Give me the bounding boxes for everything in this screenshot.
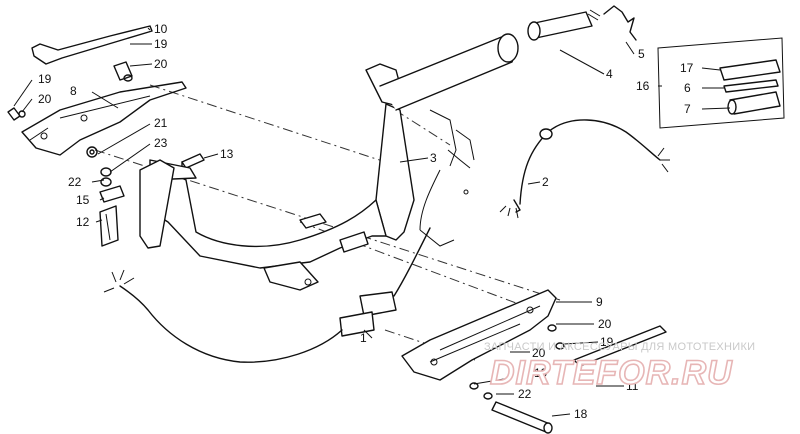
label-19-top: 19: [154, 37, 168, 51]
label-20-bottom: 20: [532, 346, 546, 360]
label-17: 17: [680, 61, 694, 75]
part-3-frame-wires: [419, 109, 475, 247]
label-18: 18: [574, 407, 588, 421]
label-4: 4: [606, 67, 613, 81]
part-15-clip: [99, 185, 125, 203]
part-4-grip: [527, 9, 601, 41]
label-16: 16: [636, 79, 650, 93]
label-10: 10: [154, 22, 168, 36]
label-9: 9: [596, 295, 603, 309]
part-16-group: [657, 37, 785, 129]
label-1: 1: [360, 331, 367, 345]
watermark-logo-text: DIRTEFOR.RU: [490, 354, 733, 392]
leader-lines: [13, 27, 731, 417]
part-9-floor-panel: [401, 289, 557, 381]
label-6: 6: [684, 81, 691, 95]
label-19-right: 19: [600, 335, 614, 349]
label-3: 3: [430, 151, 437, 165]
washers-right: [469, 324, 565, 400]
part-3-main-frame: [139, 33, 519, 291]
label-23: 23: [154, 136, 168, 150]
part-19-bolt-top: [113, 61, 133, 82]
part-10-bracket: [31, 25, 153, 65]
watermark-tagline: ЗАПЧАСТИ И АКСЕССУАРЫ ДЛЯ МОТОТЕХНИКИ: [484, 341, 755, 353]
label-20-left: 20: [38, 92, 52, 106]
part-18-bolt: [491, 401, 553, 434]
part-19-bolt-left: [7, 107, 26, 121]
label-7: 7: [684, 102, 691, 116]
part-11-rod: [573, 325, 667, 367]
label-20-right: 20: [598, 317, 612, 331]
label-22-left: 22: [68, 175, 82, 189]
label-19-left: 19: [38, 72, 52, 86]
washers-left: [86, 146, 112, 187]
label-12: 12: [76, 215, 90, 229]
label-22-bottom: 22: [518, 387, 532, 401]
label-13: 13: [220, 147, 234, 161]
label-20-top: 20: [154, 57, 168, 71]
part-2-harness: [499, 119, 670, 219]
label-5: 5: [638, 47, 645, 61]
part-5-wire: [603, 5, 637, 41]
part-labels: 10 19 20 19 20 8 21 23 22 15 12 13 3 2 4…: [38, 22, 694, 421]
label-8: 8: [70, 84, 77, 98]
part-12-pad: [99, 205, 119, 247]
label-2: 2: [542, 175, 549, 189]
part-1-cable: [103, 227, 431, 363]
label-11: 11: [626, 379, 639, 393]
watermark: ЗАПЧАСТИ И АКСЕССУАРЫ ДЛЯ МОТОТЕХНИКИ DI…: [484, 341, 755, 393]
part-8-bracket-plate: [21, 81, 187, 156]
label-15: 15: [76, 193, 90, 207]
label-21: 21: [154, 116, 168, 130]
label-19-bottom: 19: [534, 366, 548, 380]
